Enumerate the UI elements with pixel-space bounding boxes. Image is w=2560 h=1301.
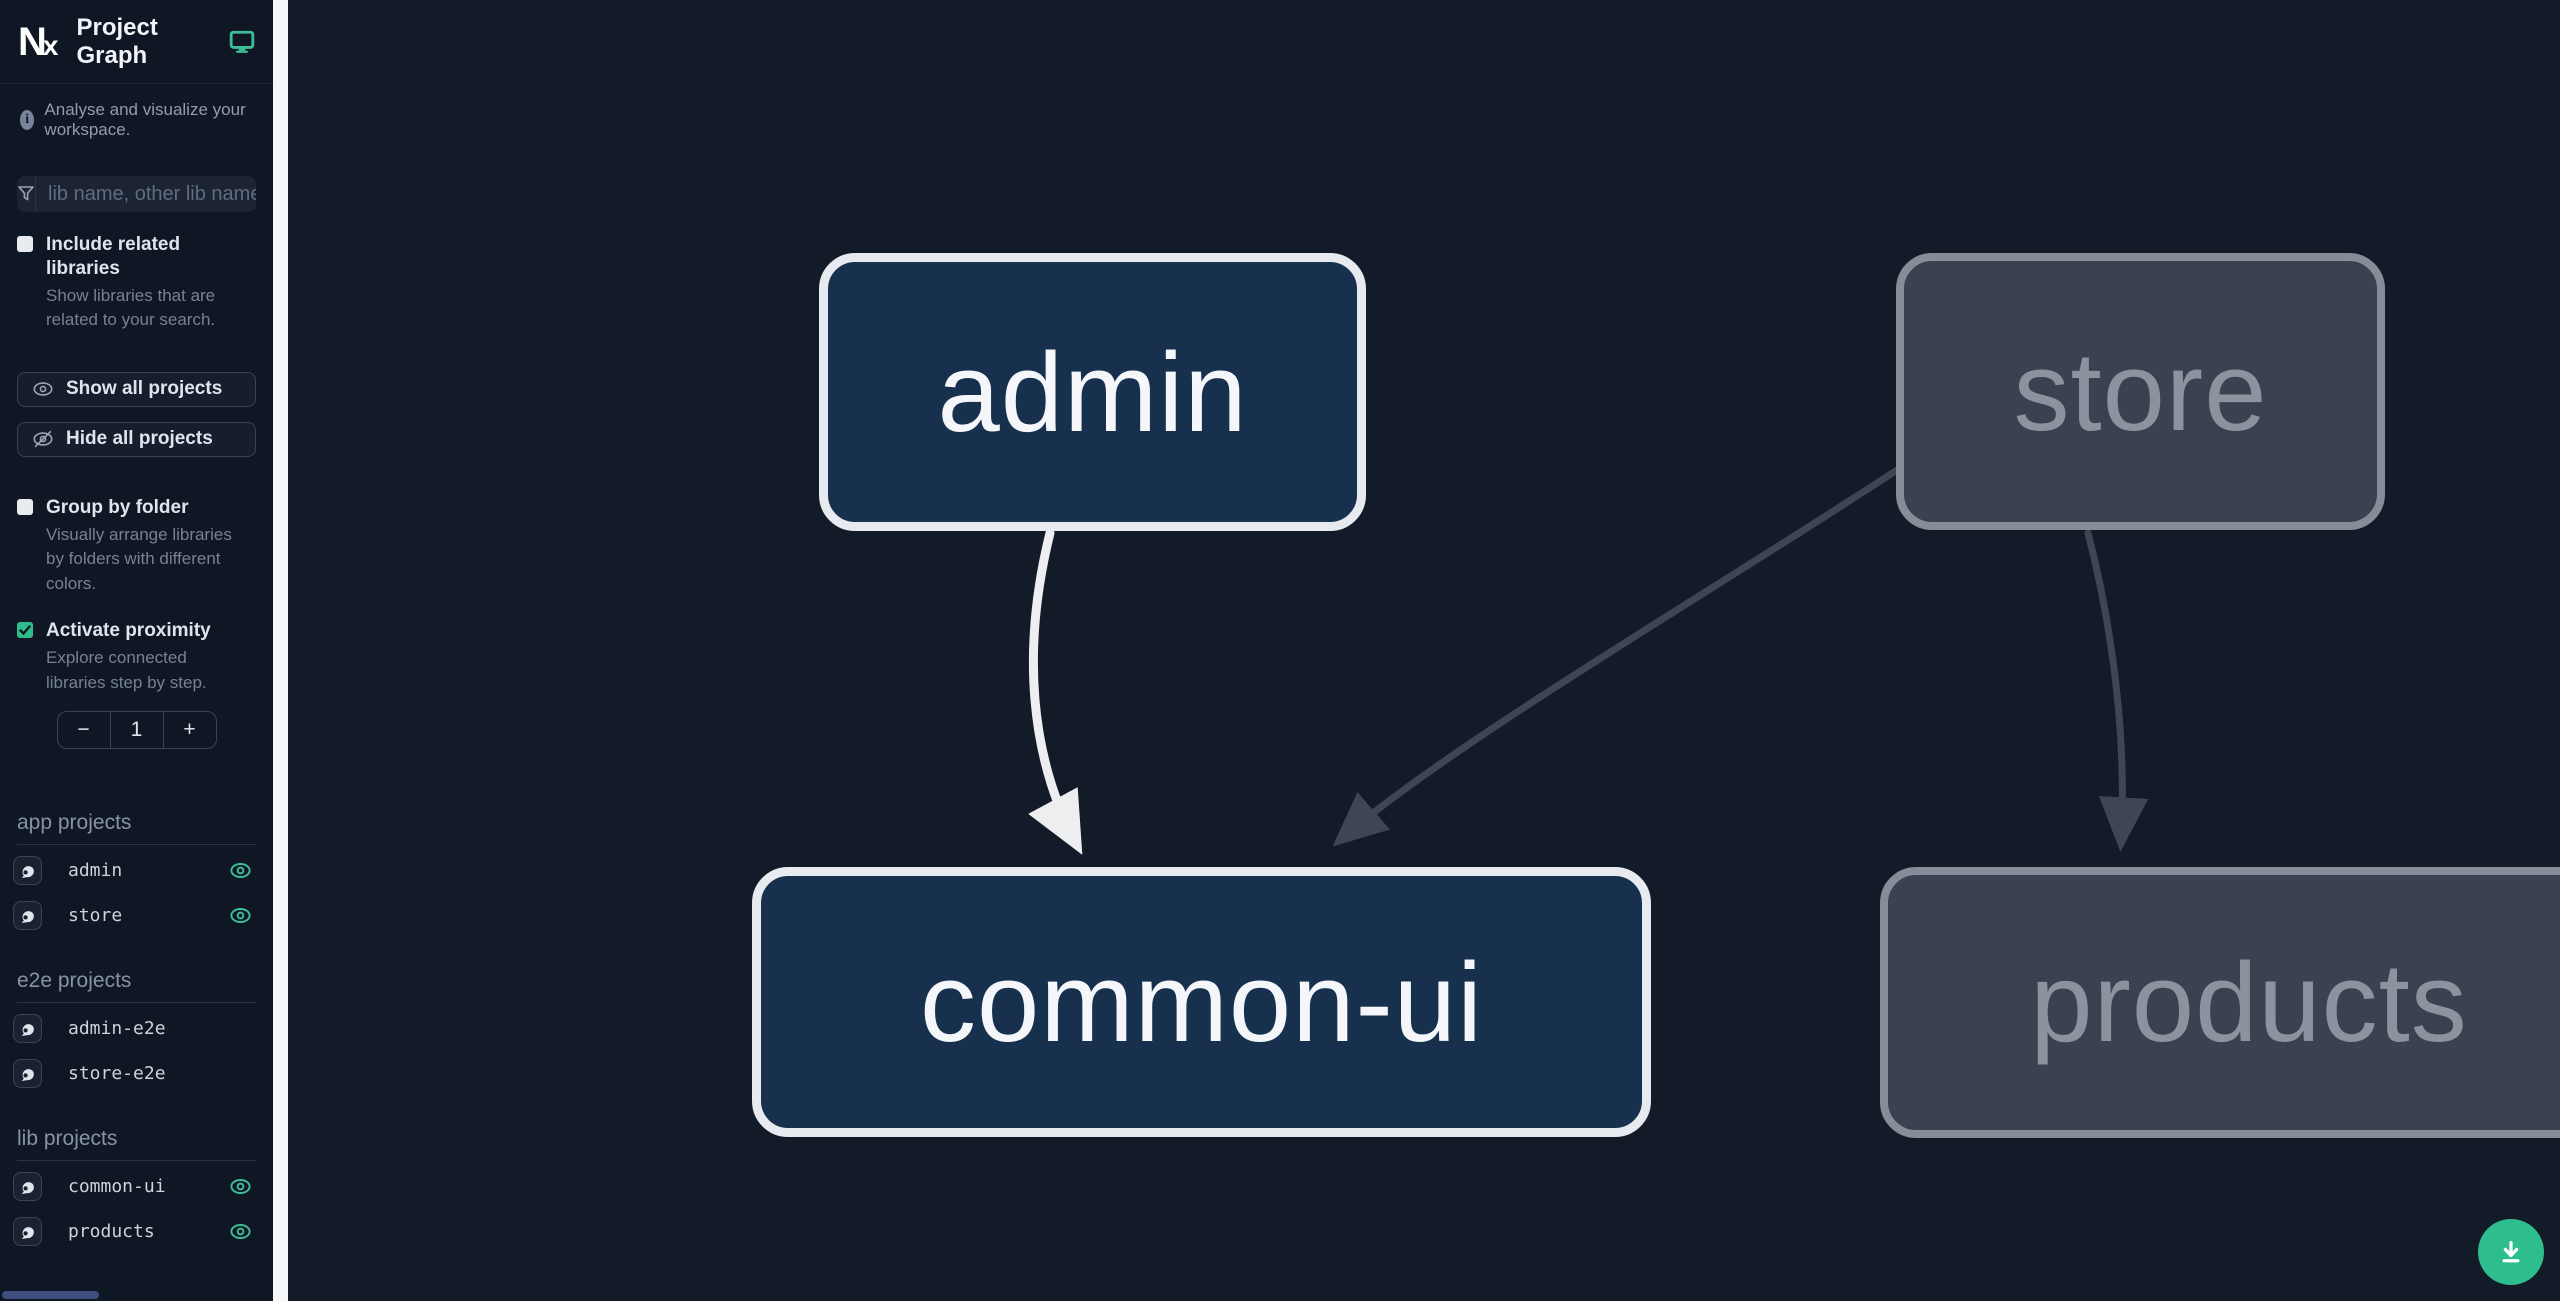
dependency-edges (1028, 464, 2149, 855)
toggle-visibility-eye-icon[interactable] (229, 859, 252, 882)
focus-project-button[interactable] (13, 855, 42, 885)
edge-admin-to-common-ui (1028, 528, 1083, 855)
project-row-admin: admin (13, 850, 256, 890)
graph-node-common-ui[interactable]: common-ui (752, 867, 1651, 1137)
stepper-value: 1 (109, 712, 163, 749)
section-title: e2e projects (17, 969, 256, 1004)
project-row-store-e2e: store-e2e (13, 1053, 256, 1093)
graph-node-admin[interactable]: admin (819, 253, 1366, 531)
toggle-visibility-eye-icon[interactable] (229, 1175, 252, 1198)
focus-pin-icon (21, 1227, 34, 1239)
include-related-checkbox[interactable]: Include related libraries Show libraries… (17, 233, 256, 333)
node-label: admin (937, 329, 1248, 455)
project-name: products (68, 1220, 155, 1242)
edge-store-to-products (2084, 529, 2149, 852)
graph-node-store[interactable]: store (1896, 253, 2385, 530)
activate-proximity-label: Activate proximity (46, 620, 211, 642)
focus-project-button[interactable] (13, 1013, 42, 1043)
focus-project-button[interactable] (13, 1171, 42, 1201)
group-by-folder-label: Group by folder (46, 496, 189, 518)
show-all-label: Show all projects (66, 378, 223, 400)
section-app-projects: app projects admin (13, 811, 256, 935)
workspace-tagline: i Analyse and visualize your workspace. (0, 84, 273, 140)
activate-proximity-description: Explore connected libraries step by step… (46, 648, 207, 692)
activate-proximity-checkbox[interactable]: Activate proximity Explore connected lib… (17, 619, 256, 695)
hide-all-label: Hide all projects (66, 428, 213, 450)
info-icon: i (20, 110, 35, 130)
hide-all-projects-button[interactable]: Hide all projects (17, 421, 256, 457)
checkbox-box[interactable] (17, 498, 33, 515)
proximity-stepper: − 1 + (56, 711, 217, 750)
include-related-description: Show libraries that are related to your … (46, 285, 216, 330)
node-label: store (2013, 329, 2268, 454)
project-row-products: products (13, 1211, 256, 1251)
focus-pin-icon (21, 1024, 34, 1036)
show-all-projects-button[interactable]: Show all projects (17, 371, 256, 407)
filter-icon (17, 176, 36, 212)
node-label: common-ui (920, 939, 1483, 1065)
download-image-button[interactable] (2478, 1219, 2544, 1285)
focus-pin-icon (21, 1069, 34, 1081)
project-name: common-ui (68, 1175, 166, 1197)
toggle-visibility-eye-icon[interactable] (229, 1220, 252, 1243)
sidebar-canvas-divider[interactable] (273, 0, 288, 1301)
checkbox-box[interactable] (17, 236, 33, 252)
tagline-text: Analyse and visualize your workspace. (44, 100, 246, 139)
focus-pin-icon (21, 911, 34, 923)
download-icon (2502, 1241, 2520, 1263)
stepper-decrement-button[interactable]: − (77, 718, 90, 742)
search-input[interactable] (36, 176, 256, 212)
include-related-label: Include related libraries (46, 234, 181, 279)
horizontal-scrollbar-thumb[interactable] (2, 1291, 99, 1299)
group-by-folder-description: Visually arrange libraries by folders wi… (46, 524, 232, 593)
search-bar (17, 176, 256, 212)
project-row-store: store (13, 895, 256, 935)
desktop-monitor-icon[interactable] (229, 29, 255, 55)
project-name: admin-e2e (68, 1017, 166, 1039)
node-label: products (2030, 940, 2468, 1065)
focus-pin-icon (21, 1182, 34, 1194)
edge-store-to-common-ui (1332, 464, 1904, 847)
section-e2e-projects: e2e projects admin-e2e store- (13, 969, 256, 1093)
eye-off-icon (33, 431, 53, 448)
project-row-common-ui: common-ui (13, 1166, 256, 1206)
checkbox-box-checked[interactable] (17, 622, 33, 639)
graph-node-products[interactable]: products (1880, 867, 2560, 1138)
group-by-folder-checkbox[interactable]: Group by folder Visually arrange librari… (17, 496, 256, 597)
project-name: admin (68, 859, 123, 881)
focus-project-button[interactable] (13, 1216, 42, 1246)
project-name: store (68, 904, 123, 926)
focus-pin-icon (21, 866, 34, 878)
app-title: Project Graph (76, 13, 158, 69)
stepper-increment-button[interactable]: + (162, 712, 216, 749)
section-lib-projects: lib projects common-ui (13, 1127, 256, 1251)
toggle-visibility-eye-icon[interactable] (229, 904, 252, 927)
eye-icon (33, 382, 53, 397)
section-title: app projects (17, 811, 256, 846)
focus-project-button[interactable] (13, 900, 42, 930)
project-row-admin-e2e: admin-e2e (13, 1008, 256, 1048)
graph-canvas[interactable]: admin store common-ui products (288, 0, 2560, 1301)
focus-project-button[interactable] (13, 1058, 42, 1088)
project-name: store-e2e (68, 1062, 166, 1084)
section-title: lib projects (17, 1127, 256, 1162)
